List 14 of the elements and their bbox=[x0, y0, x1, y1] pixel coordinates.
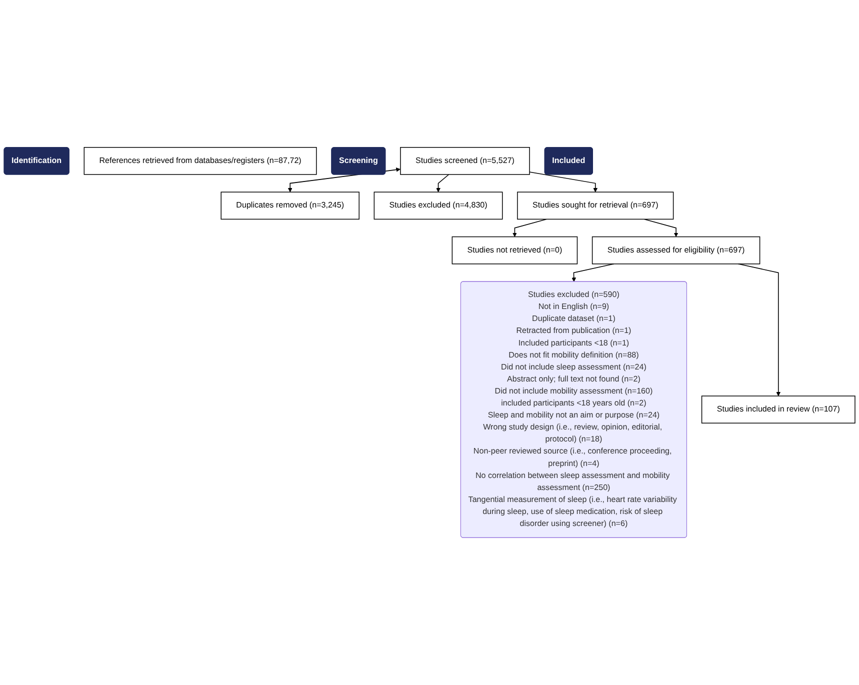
node-box: References retrieved from databases/registers (n=87,72) bbox=[84, 147, 317, 175]
arrow bbox=[512, 218, 547, 237]
node-box: Duplicates removed (n=3,245) bbox=[220, 192, 360, 220]
arrow bbox=[644, 218, 678, 237]
node-box: Studies screened (n=5,527) bbox=[400, 147, 530, 175]
arrow bbox=[572, 264, 614, 282]
node-box: Studies not retrieved (n=0) bbox=[452, 236, 578, 264]
node-box: Studies assessed for eligibility (n=697) bbox=[592, 236, 760, 264]
arrow bbox=[529, 172, 598, 192]
node-box: Studies sought for retrieval (n=697) bbox=[517, 192, 674, 220]
arrow bbox=[738, 264, 781, 396]
node-box: Studies included in review (n=107) bbox=[701, 396, 856, 424]
node-box: Studies excluded (n=4,830) bbox=[374, 192, 503, 220]
arrow bbox=[436, 174, 450, 192]
